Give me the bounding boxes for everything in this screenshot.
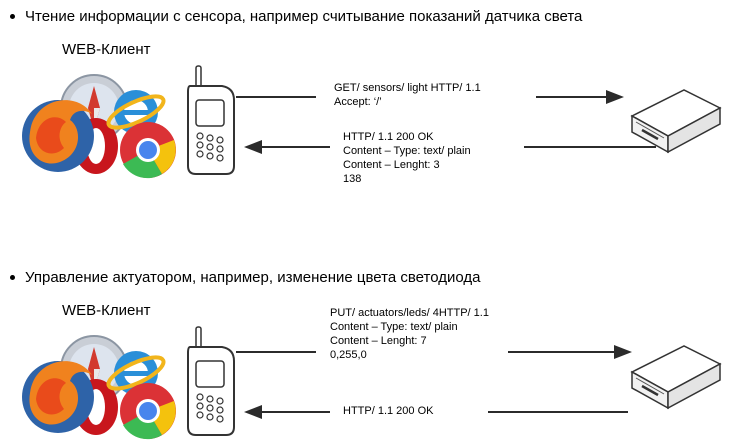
- mobile-phone-icon: [187, 65, 235, 175]
- response-line-right: [524, 146, 656, 148]
- section2-heading-text: Управление актуатором, например, изменен…: [25, 269, 481, 286]
- bullet-dot: [10, 13, 15, 19]
- browser-icons-cluster-1: [22, 74, 176, 179]
- chrome-icon: [120, 383, 176, 440]
- request-line-2: Accept: ‘/’: [334, 96, 382, 108]
- section2-client-label: WEB-Клиент: [62, 302, 151, 319]
- response-line-1: HTTP/ 1.1 200 OK: [343, 131, 434, 143]
- mobile-phone-icon: [187, 326, 235, 436]
- request-line-1: GET/ sensors/ light HTTP/ 1.1: [334, 82, 481, 94]
- browser-icons-cluster-2: [22, 335, 176, 440]
- response-line-left: [258, 146, 330, 148]
- arrow-right-icon: [614, 345, 632, 359]
- section2-heading: Управление актуатором, например, изменен…: [8, 269, 480, 287]
- request-line-left: [236, 96, 316, 98]
- request-line-left: [236, 351, 316, 353]
- firefox-icon: [22, 100, 94, 172]
- section2-request-text: PUT/ actuators/leds/ 4HTTP/ 1.1 Content …: [330, 306, 489, 362]
- arrow-left-icon: [244, 405, 262, 419]
- request-line-3: Content – Lenght: 7: [330, 335, 427, 347]
- chrome-icon: [120, 122, 176, 179]
- request-line-1: PUT/ actuators/leds/ 4HTTP/ 1.1: [330, 307, 489, 319]
- section1-heading: Чтение информации с сенсора, например сч…: [8, 8, 582, 26]
- bullet-dot: [10, 274, 15, 280]
- section1-response-text: HTTP/ 1.1 200 OK Content – Type: text/ p…: [343, 130, 471, 186]
- response-line-2: Content – Type: text/ plain: [343, 145, 471, 157]
- response-line-right: [488, 411, 628, 413]
- request-line-right: [508, 351, 618, 353]
- request-line-2: Content – Type: text/ plain: [330, 321, 458, 333]
- response-line-3: Content – Lenght: 3: [343, 159, 440, 171]
- request-line-right: [536, 96, 610, 98]
- section2-response-text: HTTP/ 1.1 200 OK: [343, 404, 433, 418]
- section1-heading-text: Чтение информации с сенсора, например сч…: [25, 8, 583, 25]
- response-line-1: HTTP/ 1.1 200 OK: [343, 405, 434, 417]
- request-line-4: 0,255,0: [330, 349, 367, 361]
- server-device-icon: [630, 89, 722, 154]
- response-line-4: 138: [343, 173, 362, 185]
- arrow-right-icon: [606, 90, 624, 104]
- section1-request-text: GET/ sensors/ light HTTP/ 1.1 Accept: ‘/…: [334, 81, 481, 109]
- server-device-icon: [630, 345, 722, 410]
- section1-client-label: WEB-Клиент: [62, 41, 151, 58]
- response-line-left: [258, 411, 330, 413]
- arrow-left-icon: [244, 140, 262, 154]
- firefox-icon: [22, 361, 94, 433]
